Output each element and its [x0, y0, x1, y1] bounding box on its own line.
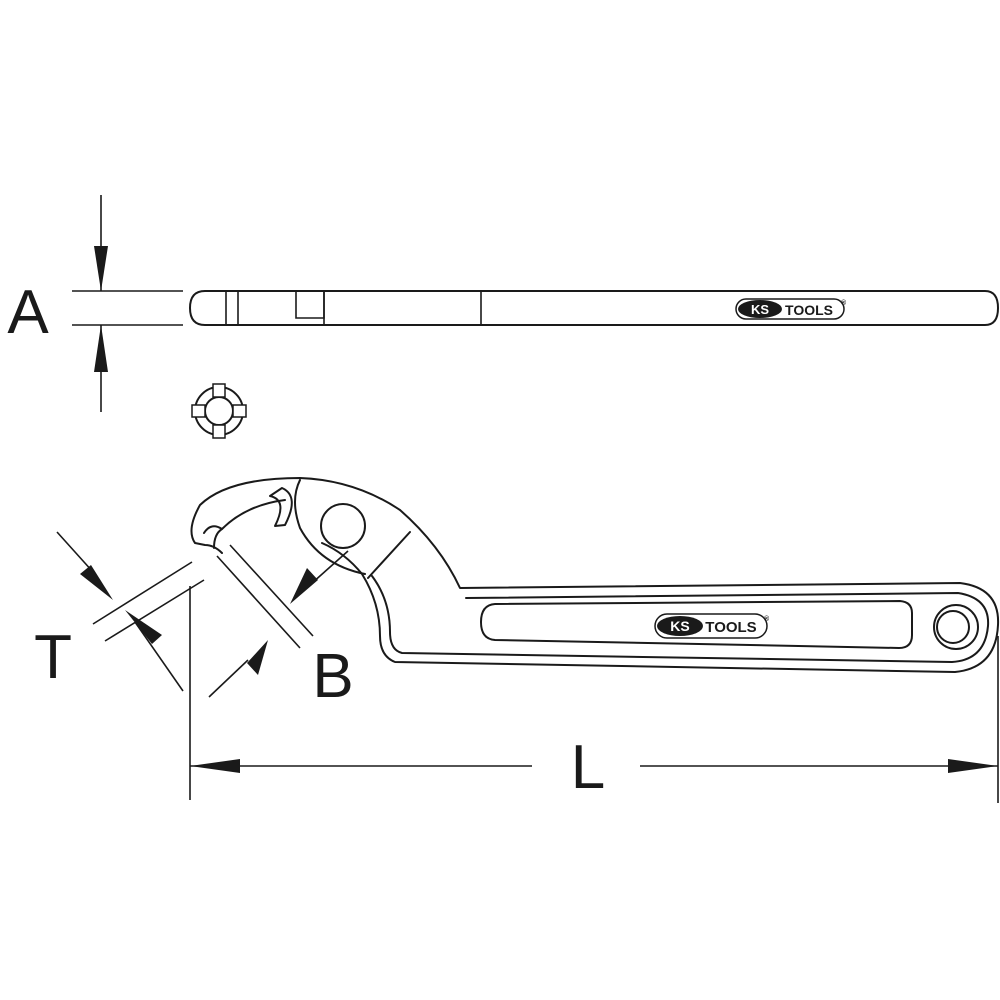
brand-reg-front: ® — [764, 615, 770, 623]
brand-tools-front: TOOLS — [705, 619, 756, 636]
side-view: KS TOOLS ® — [189, 290, 999, 326]
brand-ks-side: KS — [751, 302, 769, 317]
dimension-label-t: T — [34, 623, 72, 692]
hook-section-icon — [191, 383, 247, 439]
dimension-t: T — [34, 531, 205, 692]
dimension-a: A — [7, 195, 183, 412]
brand-reg-side: ® — [841, 299, 847, 307]
brand-ks-front: KS — [670, 618, 689, 634]
dimension-label-l: L — [571, 733, 605, 802]
dimension-b: B — [208, 544, 354, 711]
dimension-label-b: B — [312, 642, 353, 711]
front-view: KS TOOLS ® — [190, 477, 1000, 673]
brand-logo-front: KS TOOLS ® — [654, 613, 770, 639]
brand-tools-side: TOOLS — [785, 302, 833, 318]
dimension-l: L — [189, 586, 999, 803]
brand-logo-side: KS TOOLS ® — [735, 298, 847, 320]
dimension-label-a: A — [7, 278, 49, 347]
